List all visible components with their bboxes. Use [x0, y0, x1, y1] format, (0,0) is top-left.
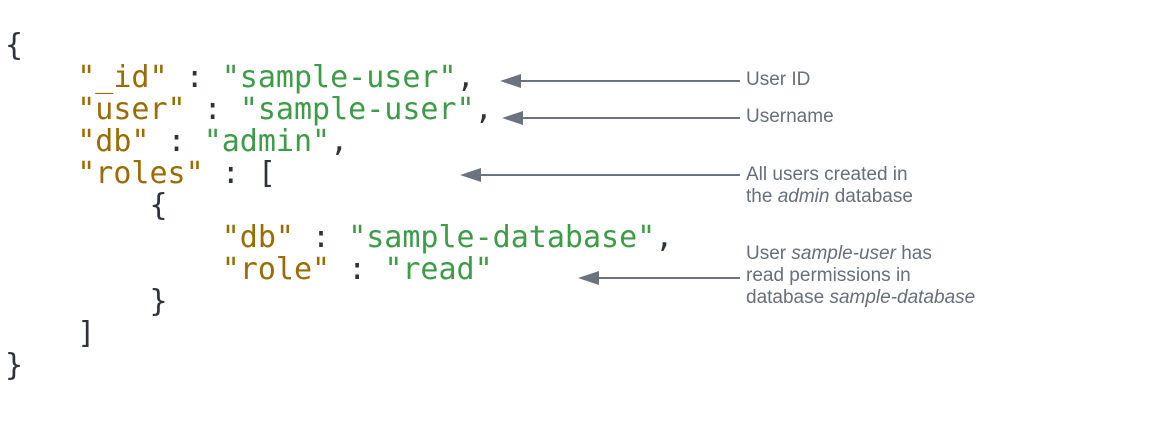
code-line: "roles" : [ [5, 158, 673, 190]
arrow-shaft [476, 173, 740, 177]
json-key: "user" [77, 92, 186, 127]
label-text: read permissions in [746, 265, 911, 286]
json-string-value: "admin" [203, 124, 331, 159]
json-punctuation: : [149, 124, 204, 159]
arrow-left-icon [502, 111, 523, 125]
json-key: "role" [221, 252, 331, 287]
code-line: "_id" : "sample-user", [5, 62, 673, 94]
json-punctuation: : [294, 220, 349, 255]
label-text: Username [746, 106, 834, 127]
json-punctuation: , [655, 220, 674, 255]
label-text: All users created in [746, 164, 908, 185]
code-line: } [5, 350, 673, 382]
json-punctuation: } [5, 284, 168, 319]
json-key: "_id" [77, 60, 168, 95]
arrow-shaft [594, 276, 740, 280]
label-text: database [746, 287, 830, 308]
annotation-label-line: User ID [746, 69, 810, 91]
label-text: User ID [746, 69, 811, 90]
json-key: "db" [77, 124, 150, 159]
annotation-label-line: All users created in [746, 164, 913, 186]
annotation-label-username: Username [746, 106, 834, 128]
label-text: the [746, 186, 778, 207]
json-punctuation: , [330, 124, 349, 159]
arrow-left-icon [578, 271, 599, 285]
json-punctuation: ] [5, 316, 96, 351]
json-punctuation: , [474, 92, 493, 127]
annotation-label-user-id: User ID [746, 69, 810, 91]
arrow-shaft [516, 79, 740, 83]
code-line: "db" : "admin", [5, 126, 673, 158]
code-line: { [5, 190, 673, 222]
label-text: User [746, 243, 792, 264]
emphasized-term: sample-database [829, 287, 976, 308]
json-string-value: "sample-database" [348, 220, 656, 255]
annotation-label-line: the admin database [746, 186, 913, 208]
code-line: "db" : "sample-database", [5, 220, 674, 255]
json-key: "db" [221, 220, 294, 255]
json-punctuation [5, 156, 77, 191]
annotation-label-line: read permissions in [746, 265, 975, 287]
json-punctuation: , [456, 60, 475, 95]
json-punctuation: { [5, 188, 168, 223]
json-punctuation: : [ [203, 156, 276, 191]
code-line: { [5, 30, 673, 62]
annotation-label-line: Username [746, 106, 834, 128]
annotation-arrow-admin-database [460, 167, 740, 183]
label-text: has [895, 243, 932, 264]
emphasized-term: admin [777, 186, 830, 207]
json-string-value: "sample-user" [221, 60, 457, 95]
annotation-label-line: database sample-database [746, 287, 975, 309]
json-punctuation [5, 252, 222, 287]
code-line: "user" : "sample-user", [5, 94, 673, 126]
annotation-arrow-username [502, 110, 740, 126]
code-line: ] [5, 318, 673, 350]
emphasized-term: sample-user [791, 243, 896, 264]
json-string-value: "sample-user" [239, 92, 475, 127]
code-line: } [5, 286, 673, 318]
json-punctuation [5, 220, 222, 255]
json-key: "roles" [77, 156, 204, 191]
json-punctuation [5, 60, 77, 95]
json-punctuation [5, 92, 77, 127]
annotation-arrow-read-permissions [578, 270, 740, 286]
json-punctuation: : [330, 252, 385, 287]
arrow-left-icon [500, 74, 521, 88]
json-punctuation: : [167, 60, 222, 95]
json-code-block: { "_id" : "sample-user", "user" : "sampl… [5, 30, 673, 382]
json-punctuation [5, 124, 77, 159]
label-text: database [829, 186, 913, 207]
json-punctuation: { [5, 28, 24, 63]
json-punctuation: } [5, 348, 24, 383]
json-punctuation: : [185, 92, 240, 127]
json-string-value: "read" [384, 252, 493, 287]
annotation-label-line: User sample-user has [746, 243, 975, 265]
arrow-shaft [518, 116, 740, 120]
arrow-left-icon [460, 168, 481, 182]
code-line: "role" : "read" [5, 254, 673, 286]
annotation-arrow-user-id [500, 73, 740, 89]
